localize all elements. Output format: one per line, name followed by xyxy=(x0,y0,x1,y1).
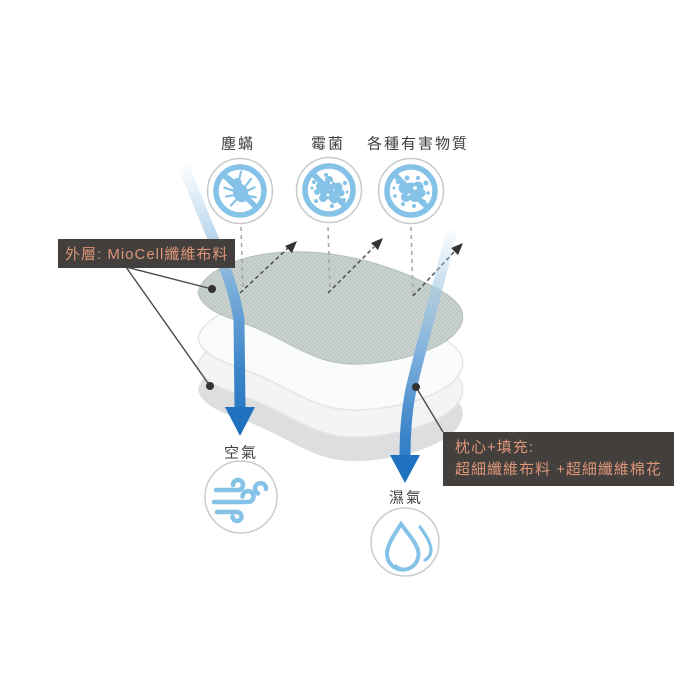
repel-arrow-line-1 xyxy=(239,247,289,294)
repel-arrow-line-2 xyxy=(327,246,375,294)
moisture-flow-arrowhead xyxy=(390,455,420,483)
wind-icon xyxy=(204,460,278,534)
water-drop-icon xyxy=(370,507,440,577)
leader-dot-core-layer xyxy=(412,383,420,391)
leader-line-outer-bottom xyxy=(125,266,211,387)
threat-dashed-lines xyxy=(240,226,414,297)
callout-outer-layer: 外層: MioCell纖維布料 xyxy=(58,239,236,268)
callout-leaders xyxy=(125,266,444,433)
repel-arrowhead-1 xyxy=(285,241,297,253)
pillow-layers xyxy=(197,251,464,462)
leader-dot-top-layer xyxy=(208,285,216,293)
leader-dot-bottom-layer xyxy=(206,382,214,390)
moisture-flow-curve xyxy=(399,228,458,457)
callout-outer-layer-text: 外層: MioCell纖維布料 xyxy=(65,246,229,263)
no-dust-mite-icon xyxy=(206,157,274,225)
air-flow-arrowhead xyxy=(225,407,255,436)
callout-core-line1: 枕心+填充: xyxy=(455,439,534,456)
no-mold-icon xyxy=(295,156,363,224)
dashed-line-dust-mite xyxy=(240,226,244,293)
repel-arrowhead-3 xyxy=(451,243,463,255)
no-harmful-substances-icon xyxy=(377,157,445,225)
leader-line-core xyxy=(415,386,444,433)
callout-core-filling: 枕心+填充: 超細纖維布料 +超細纖維棉花 xyxy=(443,432,674,486)
dashed-line-harmful xyxy=(410,226,414,297)
dashed-line-mold xyxy=(327,226,331,293)
leader-line-outer-top xyxy=(125,266,213,290)
callout-core-line2: 超細纖維布料 +超細纖維棉花 xyxy=(455,460,662,478)
pillow-top-outer-layer xyxy=(197,251,464,365)
threat-label-mold: 霉菌 xyxy=(310,135,346,153)
threat-label-harmful-substances: 各種有害物質 xyxy=(366,135,470,153)
repel-arrowhead-2 xyxy=(371,238,383,250)
flow-label-moisture: 濕氣 xyxy=(388,489,424,507)
flow-label-air: 空氣 xyxy=(223,444,259,462)
threat-label-dust-mite: 塵蟎 xyxy=(220,135,256,153)
